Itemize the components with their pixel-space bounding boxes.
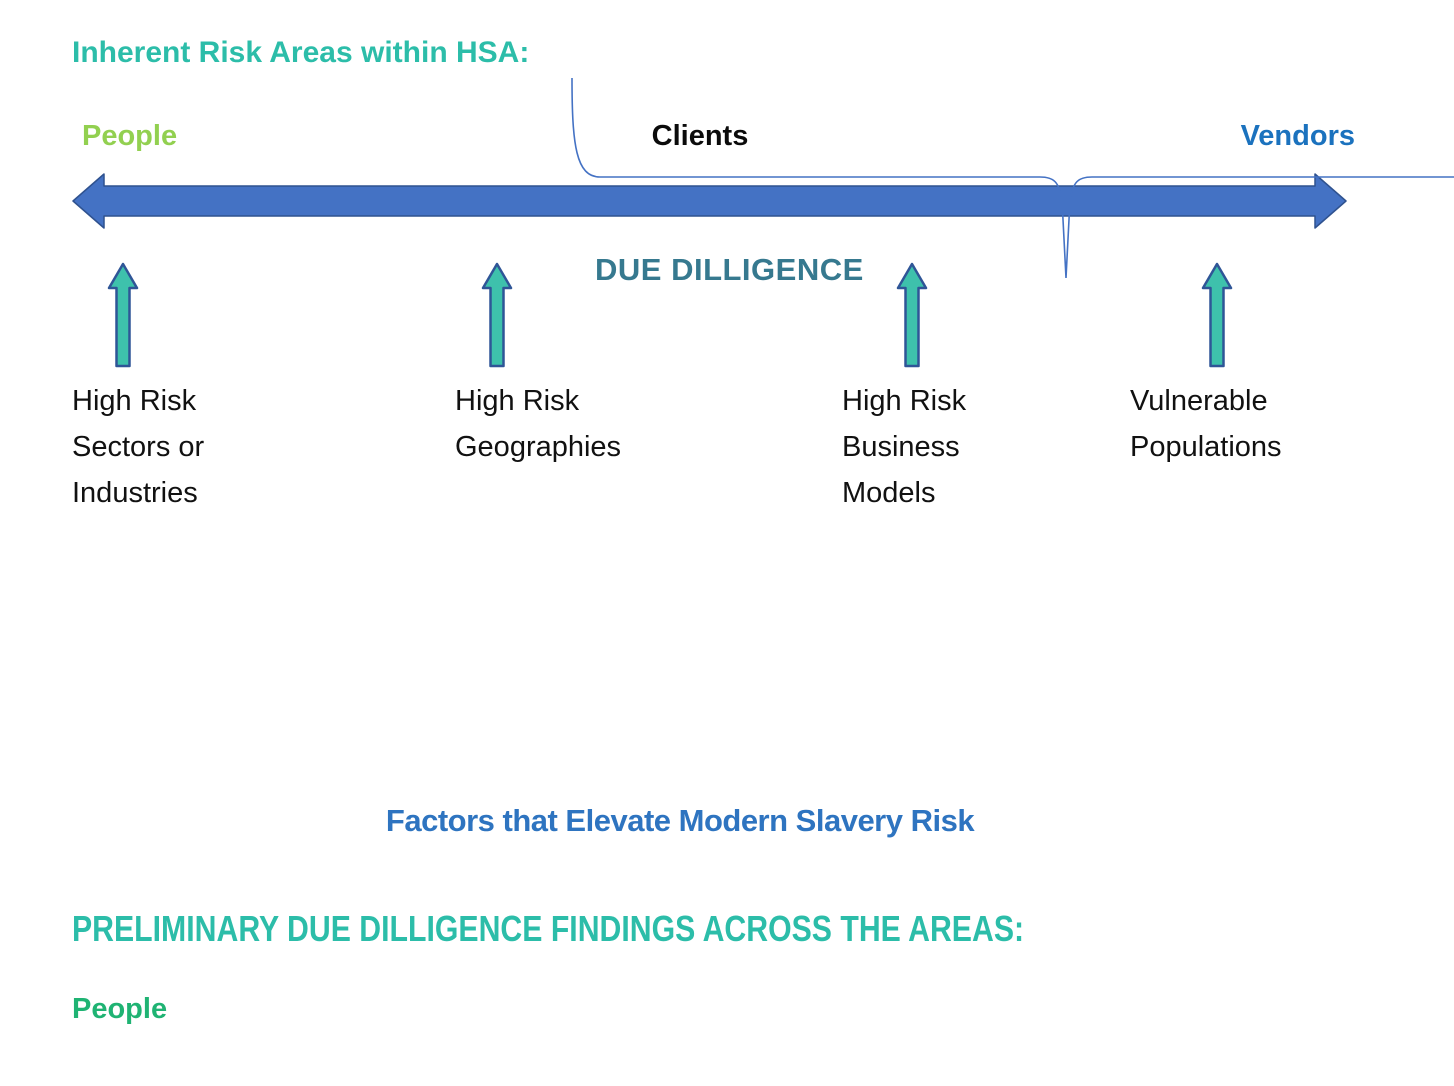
- findings-heading: PRELIMINARY DUE DILLIGENCE FINDINGS ACRO…: [72, 908, 1025, 949]
- findings-section-people: People: [72, 993, 168, 1025]
- risk-factor-line: High Risk: [842, 385, 967, 417]
- figure-caption: Factors that Elevate Modern Slavery Risk: [385, 803, 975, 838]
- risk-factor-line: Vulnerable: [1130, 385, 1268, 417]
- timeline-label-people: People: [82, 120, 178, 152]
- risk-factor-label-vulnerable-populations: Vulnerable Populations: [1130, 378, 1282, 470]
- risk-factor-label-sectors: High Risk Sectors or Industries: [72, 378, 204, 516]
- risk-factor-line: High Risk: [455, 385, 580, 417]
- risk-factor-line: Sectors or: [72, 431, 205, 463]
- risk-factor-line: Business: [842, 431, 960, 463]
- risk-factor-label-geographies: High Risk Geographies: [455, 378, 621, 470]
- up-arrow-icon-4: [1201, 262, 1233, 368]
- up-arrow-icon-3: [896, 262, 928, 368]
- risk-factor-line: Industries: [72, 477, 198, 509]
- page-title: Inherent Risk Areas within HSA:: [72, 36, 530, 69]
- up-arrow-icon-1: [107, 262, 139, 368]
- risk-factor-line: Models: [842, 477, 936, 509]
- curly-brace-connector-icon: [571, 77, 1454, 279]
- up-arrow-icon-2: [481, 262, 513, 368]
- risk-factor-label-business-models: High Risk Business Models: [842, 378, 966, 516]
- due-dilligence-caption: DUE DILLIGENCE: [595, 252, 864, 287]
- risk-factor-line: Populations: [1130, 431, 1282, 463]
- left-right-arrow-icon: [72, 173, 1347, 229]
- findings-heading-wrap: PRELIMINARY DUE DILLIGENCE FINDINGS ACRO…: [72, 908, 1205, 950]
- timeline-label-vendors: Vendors: [1240, 120, 1355, 152]
- risk-factor-line: High Risk: [72, 385, 197, 417]
- timeline-label-clients: Clients: [651, 120, 749, 152]
- risk-factor-line: Geographies: [455, 431, 622, 463]
